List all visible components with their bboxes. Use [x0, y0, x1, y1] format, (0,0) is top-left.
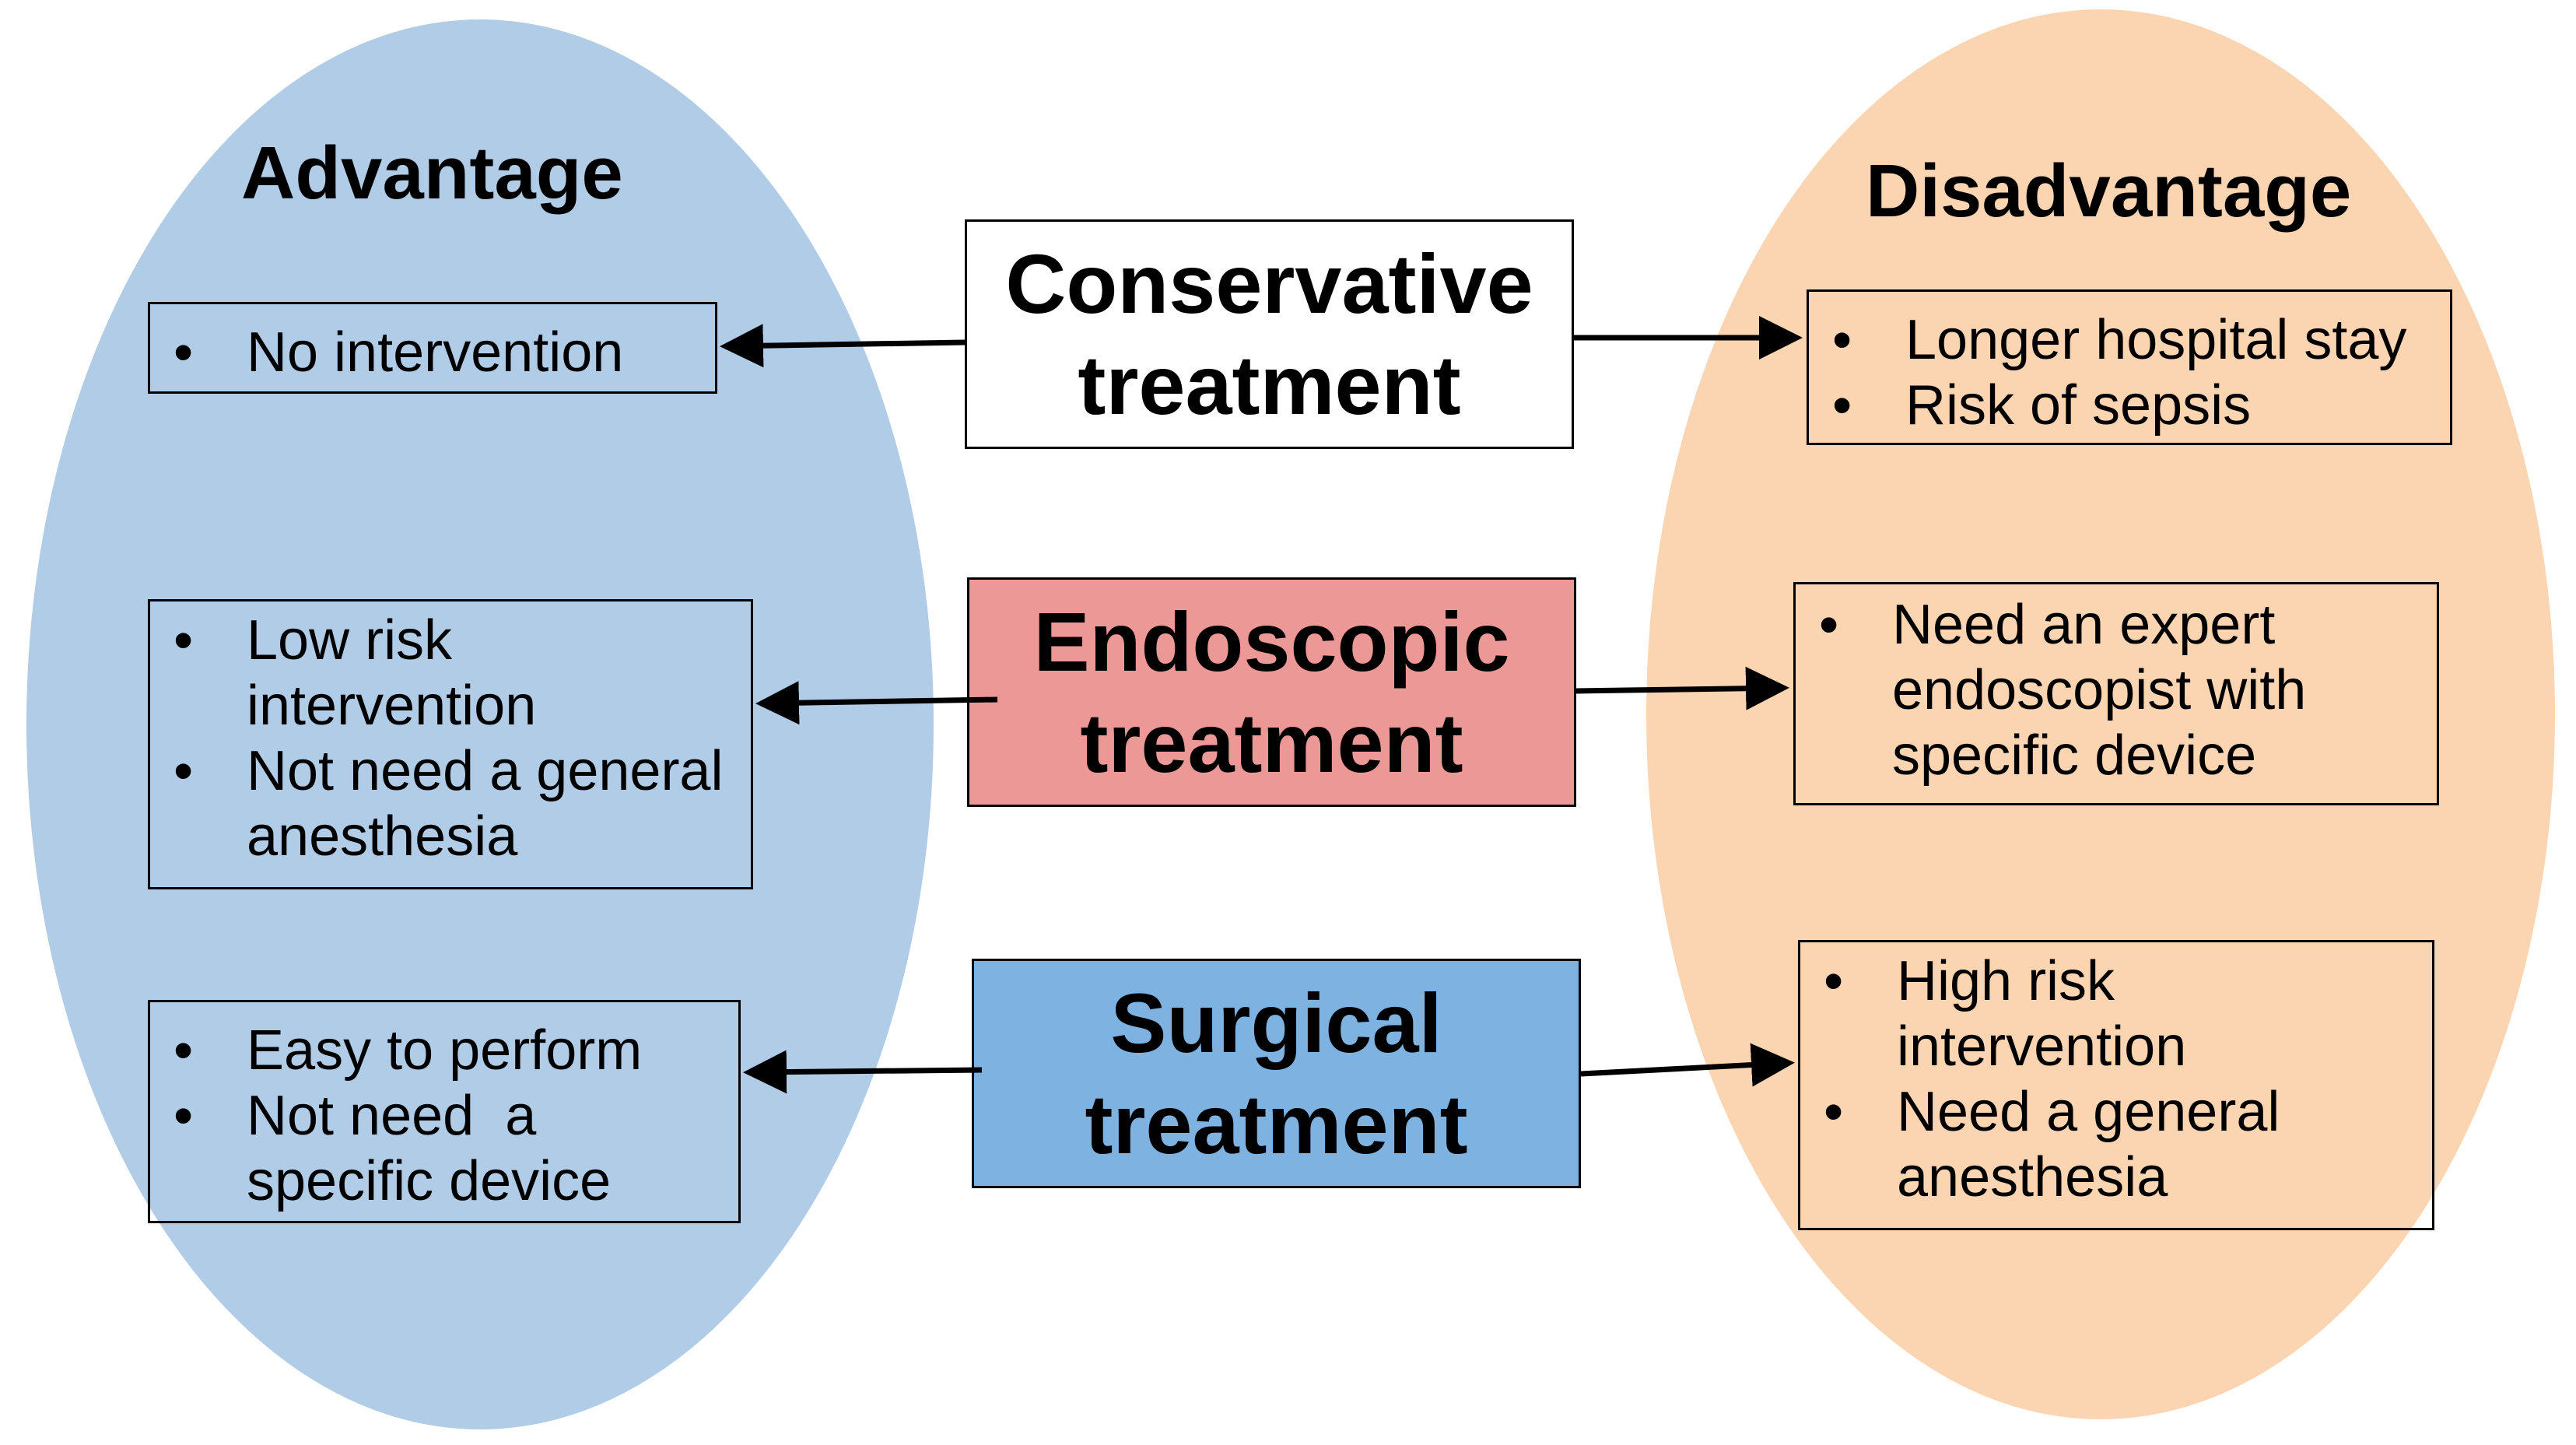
endoscopic-treatment-box: Endoscopic treatment	[967, 577, 1576, 807]
conservative-treatment-box: Conservative treatment	[965, 219, 1574, 449]
bullet-text: Not need a general anesthesia	[247, 740, 724, 868]
endoscopic-disadvantage-box: • Need an expert endoscopist with specifi…	[1793, 582, 2439, 805]
bullet-item: • Need an expert endoscopist with specifi…	[1819, 592, 2418, 788]
bullet-icon: •	[173, 1019, 194, 1082]
conservative-advantage-box: • No intervention	[148, 302, 717, 394]
bullet-text: High risk intervention	[1897, 950, 2187, 1078]
bullet-icon: •	[1819, 594, 1839, 656]
treatment-subtitle: treatment	[1085, 1076, 1468, 1171]
bullet-icon: •	[173, 740, 194, 802]
bullet-icon: •	[173, 321, 194, 384]
bullet-icon: •	[1824, 1081, 1844, 1143]
bullet-item: • Risk of sepsis	[1832, 373, 2431, 438]
bullet-item: • High risk intervention	[1824, 949, 2413, 1079]
bullet-icon: •	[1824, 950, 1844, 1012]
bullet-icon: •	[1832, 374, 1852, 437]
bullet-text: Risk of sepsis	[1905, 374, 2252, 437]
bullet-text: No intervention	[247, 321, 624, 384]
bullet-text: Need an expert endoscopist with specific…	[1892, 594, 2307, 787]
bullet-item: • Need a general anesthesia	[1824, 1079, 2413, 1210]
treatment-title: Conservative	[1005, 236, 1533, 331]
conservative-disadvantage-box: • Longer hospital stay • Risk of sepsis	[1807, 289, 2452, 445]
bullet-text: Not need a specific device	[247, 1085, 612, 1212]
surgical-disadvantage-box: • High risk intervention • Need a general …	[1798, 940, 2434, 1230]
treatment-subtitle: treatment	[1080, 695, 1463, 790]
bullet-text: Longer hospital stay	[1905, 309, 2407, 371]
treatment-subtitle: treatment	[1078, 337, 1461, 432]
advantage-heading: Advantage	[241, 132, 623, 215]
bullet-text: Need a general anesthesia	[1897, 1081, 2280, 1208]
bullet-item: • Easy to perform	[173, 1018, 720, 1083]
surgical-treatment-box: Surgical treatment	[972, 959, 1581, 1188]
bullet-text: Low risk intervention	[247, 609, 537, 737]
treatment-title: Surgical	[1110, 975, 1442, 1070]
surgical-advantage-box: • Easy to perform • Not need a specific de…	[148, 1000, 741, 1223]
bullet-item: • Not need a general anesthesia	[173, 738, 732, 869]
bullet-item: • Longer hospital stay	[1832, 307, 2431, 373]
bullet-item: • Not need a specific device	[173, 1083, 720, 1214]
bullet-icon: •	[173, 1085, 194, 1147]
endoscopic-advantage-box: • Low risk intervention • Not need a gener…	[148, 599, 753, 889]
bullet-item: • No intervention	[173, 320, 696, 385]
disadvantage-heading: Disadvantage	[1866, 149, 2352, 233]
bullet-icon: •	[173, 609, 194, 672]
disadvantage-ellipse	[1646, 9, 2555, 1419]
bullet-item: • Low risk intervention	[173, 608, 732, 738]
bullet-text: Easy to perform	[247, 1019, 643, 1082]
treatment-title: Endoscopic	[1033, 594, 1510, 689]
bullet-icon: •	[1832, 309, 1852, 371]
